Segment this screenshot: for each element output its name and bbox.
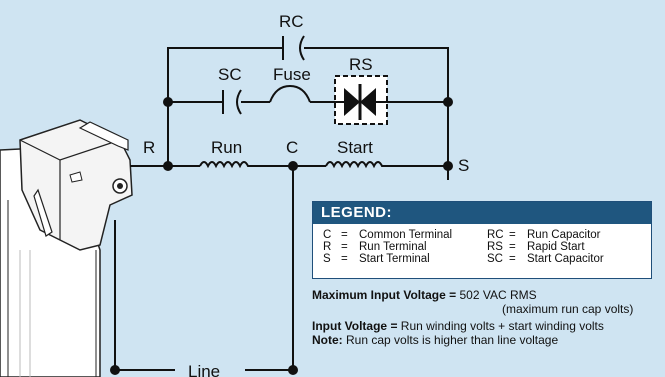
compressor-illustration: [0, 119, 133, 377]
legend-item: SC = Start Capacitor: [487, 253, 604, 265]
junction-dot: [288, 365, 298, 375]
run-winding-coil: [199, 161, 262, 169]
label-fuse: Fuse: [273, 65, 311, 84]
label-rs: RS: [349, 55, 373, 74]
legend-right-column: RC = Run Capacitor RS = Rapid Start SC =…: [487, 229, 651, 265]
legend-item: S = Start Terminal: [323, 253, 430, 265]
legend-item: R = Run Terminal: [323, 241, 427, 253]
legend-item: RS = Rapid Start: [487, 241, 585, 253]
input-voltage-line: Input Voltage = Run winding volts + star…: [312, 319, 604, 333]
legend-item: C = Common Terminal: [323, 229, 453, 241]
label-c-terminal: C: [286, 138, 298, 157]
start-winding-coil: [325, 161, 390, 169]
junction-dot: [163, 161, 173, 171]
rapid-start-device: [334, 75, 388, 125]
label-s-terminal: S: [458, 156, 469, 175]
label-line: Line: [188, 362, 220, 377]
note-line: Note: Run cap volts is higher than line …: [312, 333, 559, 347]
label-sc: SC: [218, 65, 242, 84]
junction-dot: [443, 97, 453, 107]
label-start-winding: Start: [337, 138, 373, 157]
legend-title: LEGEND:: [313, 202, 651, 224]
junction-dot: [288, 161, 298, 171]
start-capacitor-symbol: [222, 89, 242, 115]
legend-box: LEGEND: C = Common Terminal R = Run Term…: [312, 201, 652, 279]
voltage-notes: Maximum Input Voltage = 502 VAC RMS (max…: [312, 288, 662, 347]
legend-left-column: C = Common Terminal R = Run Terminal S =…: [323, 229, 487, 265]
run-capacitor-symbol: [282, 35, 305, 61]
max-voltage-sub: (maximum run cap volts): [502, 302, 634, 316]
max-voltage-line: Maximum Input Voltage = 502 VAC RMS: [312, 288, 537, 302]
label-rc: RC: [279, 12, 304, 31]
junction-dot: [443, 161, 453, 171]
junction-dots: [110, 97, 453, 375]
legend-item: RC = Run Capacitor: [487, 229, 601, 241]
circuit-wires: [114, 47, 449, 371]
label-r-terminal: R: [143, 138, 155, 157]
label-run-winding: Run: [211, 138, 242, 157]
junction-dot: [163, 97, 173, 107]
junction-dot: [110, 365, 120, 375]
